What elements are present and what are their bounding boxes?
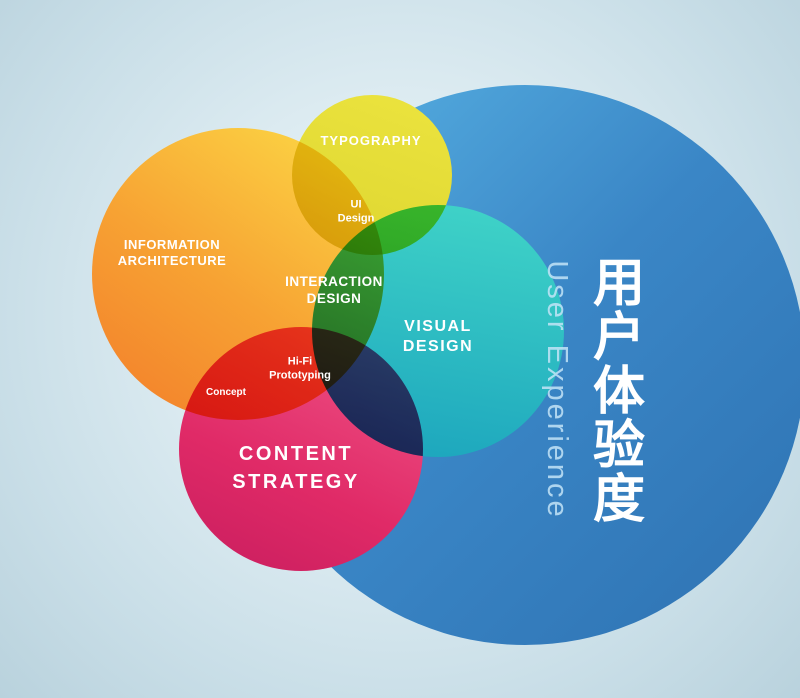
- label-hifi-prototyping: Hi-Fi Prototyping: [269, 355, 331, 381]
- label-visual-design: VISUAL DESIGN: [402, 318, 474, 355]
- label-typography: TYPOGRAPHY: [320, 132, 422, 148]
- circle-content-strategy: [179, 327, 423, 571]
- label-interaction-design: INTERACTION DESIGN: [285, 274, 383, 306]
- label-user-experience-chinese: 用户体验度: [584, 255, 643, 525]
- label-concept: Concept: [206, 386, 246, 398]
- label-user-experience-english: User Experience: [541, 260, 574, 520]
- label-ui-design: UI Design: [337, 198, 375, 224]
- label-content-strategy: CONTENT STRATEGY: [232, 443, 360, 493]
- label-information-architecture: INFORMATION ARCHITECTURE: [117, 236, 227, 268]
